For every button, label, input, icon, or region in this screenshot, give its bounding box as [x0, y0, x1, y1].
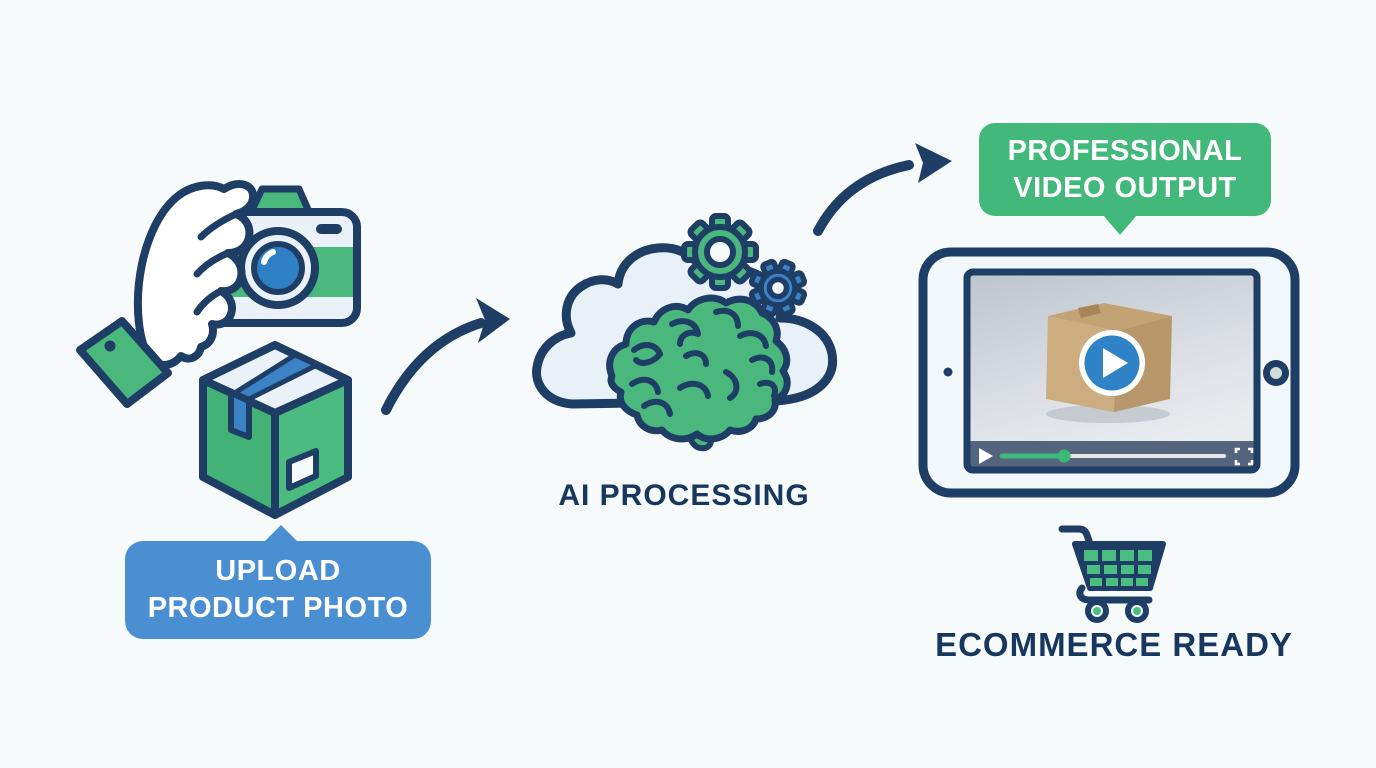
video-progress-bar[interactable]	[999, 449, 1226, 463]
video-player	[967, 272, 1257, 470]
ai-processing-caption: AI PROCESSING	[558, 479, 810, 512]
box-tape-tab	[228, 390, 252, 440]
shopping-cart-icon	[1058, 525, 1166, 623]
playback-play-icon[interactable]	[979, 448, 993, 464]
arrow-upload-to-ai-icon	[381, 298, 510, 415]
box-label	[286, 448, 319, 491]
professional-video-output-badge: PROFESSIONAL VIDEO OUTPUT	[979, 123, 1271, 235]
tablet-screen-frame	[963, 268, 1261, 474]
camera-slot	[316, 224, 342, 234]
arrow-ai-to-output-icon	[813, 143, 952, 236]
brain-icon	[606, 294, 791, 452]
fullscreen-icon[interactable]	[1234, 447, 1254, 466]
output-badge-line2: VIDEO OUTPUT	[1013, 171, 1237, 204]
upload-badge-line2: PRODUCT PHOTO	[147, 592, 409, 624]
hand-holding-camera-icon	[76, 180, 361, 408]
upload-product-photo-badge: UPLOAD PRODUCT PHOTO	[125, 525, 431, 639]
video-play-button-icon[interactable]	[1079, 330, 1145, 396]
upload-badge-line1: UPLOAD	[215, 555, 341, 588]
sleeve-cuff	[76, 317, 172, 408]
output-badge-line1: PROFESSIONAL	[1007, 134, 1243, 167]
product-box-icon	[199, 341, 352, 519]
ai-cloud-icon	[532, 213, 838, 452]
hand-icon	[76, 180, 258, 408]
ecommerce-ready-caption: ECOMMERCE READY	[935, 626, 1293, 663]
gear-icon	[681, 213, 759, 291]
gear-small-icon	[748, 258, 808, 318]
cuff-button	[104, 340, 116, 352]
tablet-camera-dot	[943, 367, 953, 377]
tablet-icon	[918, 247, 1300, 498]
